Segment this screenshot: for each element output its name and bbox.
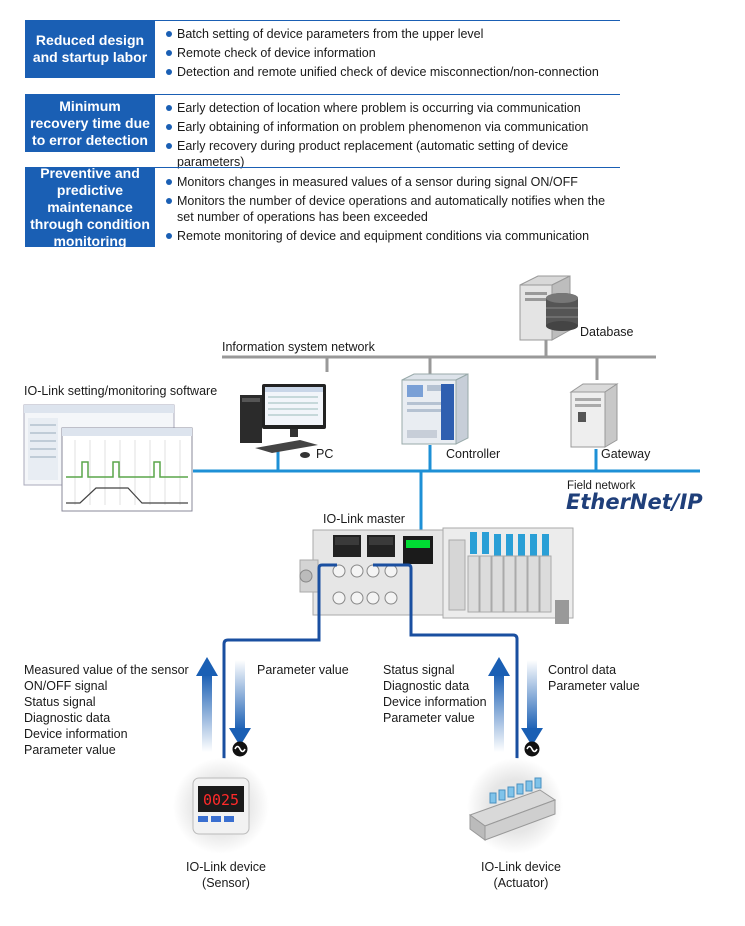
actuator-upstream-labels: Status signal Diagnostic data Device inf…: [383, 662, 487, 726]
list-item: Status signal: [383, 663, 455, 677]
sensor-upstream-labels: Measured value of the sensor ON/OFF sign…: [24, 662, 189, 758]
benefit-bullets-maintenance: Monitors changes in measured values of a…: [165, 174, 625, 247]
arrow-up-sensor: [196, 657, 218, 752]
row-divider: [155, 20, 620, 21]
list-item: Measured value of the sensor: [24, 663, 189, 677]
pc-icon: [240, 384, 326, 458]
field-network-line: [193, 445, 700, 530]
gateway-label: Gateway: [601, 447, 651, 461]
benefit-title-recovery: Minimum recovery time due to error detec…: [25, 94, 155, 152]
info-network-line: [222, 338, 656, 380]
list-item: Control data: [548, 663, 617, 677]
sensor-downstream-label: Parameter value: [257, 663, 349, 677]
sensor-device-label: IO-Link device (Sensor): [178, 859, 274, 891]
device-label-line: IO-Link device: [481, 860, 561, 874]
io-link-symbol-icon: [232, 741, 248, 757]
software-label: IO-Link setting/monitoring software: [24, 384, 218, 398]
controller-icon: [401, 373, 469, 445]
benefit-title-maintenance: Preventive and predictive maintenance th…: [25, 165, 155, 249]
list-item: Early recovery during product replacemen…: [165, 138, 625, 170]
device-label-line: IO-Link device: [186, 860, 266, 874]
database-label: Database: [580, 325, 634, 339]
software-screenshot-icon: [23, 404, 193, 512]
database-server-icon: [519, 275, 578, 341]
list-item: Detection and remote unified check of de…: [165, 64, 625, 80]
list-item: Status signal: [24, 695, 96, 709]
list-item: Remote check of device information: [165, 45, 625, 61]
list-item: Parameter value: [548, 679, 640, 693]
benefit-bullets-design: Batch setting of device parameters from …: [165, 26, 625, 83]
field-network-label: Field network: [567, 480, 636, 492]
master-label: IO-Link master: [323, 512, 405, 526]
gateway-icon: [569, 383, 619, 448]
actuator-device-label: IO-Link device (Actuator): [473, 859, 569, 891]
io-link-cable: [222, 563, 519, 790]
actuator-device-icon: [467, 758, 563, 854]
list-item: Device information: [24, 727, 128, 741]
list-item: Diagnostic data: [24, 711, 111, 725]
benefit-bullets-recovery: Early detection of location where proble…: [165, 100, 625, 173]
list-item: ON/OFF signal: [24, 679, 108, 693]
pc-label: PC: [316, 447, 334, 461]
list-item: Diagnostic data: [383, 679, 470, 693]
list-item: Parameter value: [383, 711, 475, 725]
sensor-display-value: 0025: [203, 791, 239, 809]
list-item: Early detection of location where proble…: [165, 100, 625, 116]
list-item: Monitors changes in measured values of a…: [165, 174, 625, 190]
device-label-line: (Sensor): [202, 876, 250, 890]
device-label-line: (Actuator): [493, 876, 549, 890]
benefit-title-design: Reduced design and startup labor: [25, 20, 155, 78]
info-network-label: Information system network: [222, 340, 375, 354]
arrow-down-actuator: [521, 660, 543, 746]
ethernet-ip-logo: EtherNet/IP: [566, 490, 703, 514]
list-item: Device information: [383, 695, 487, 709]
actuator-downstream-labels: Control data Parameter value: [548, 662, 640, 694]
controller-label: Controller: [446, 447, 501, 461]
list-item: Batch setting of device parameters from …: [165, 26, 625, 42]
io-link-master-icon: [299, 527, 574, 624]
list-item: Remote monitoring of device and equipmen…: [165, 228, 625, 244]
row-divider: [155, 94, 620, 95]
io-link-symbol-icon: [524, 741, 540, 757]
sensor-device-icon: 0025: [173, 758, 269, 854]
list-item: Early obtaining of information on proble…: [165, 119, 625, 135]
list-item: Parameter value: [24, 743, 116, 757]
arrow-up-actuator: [488, 657, 510, 752]
list-item: Monitors the number of device operations…: [165, 193, 625, 225]
row-divider: [155, 167, 620, 168]
arrow-down-sensor: [229, 660, 251, 746]
